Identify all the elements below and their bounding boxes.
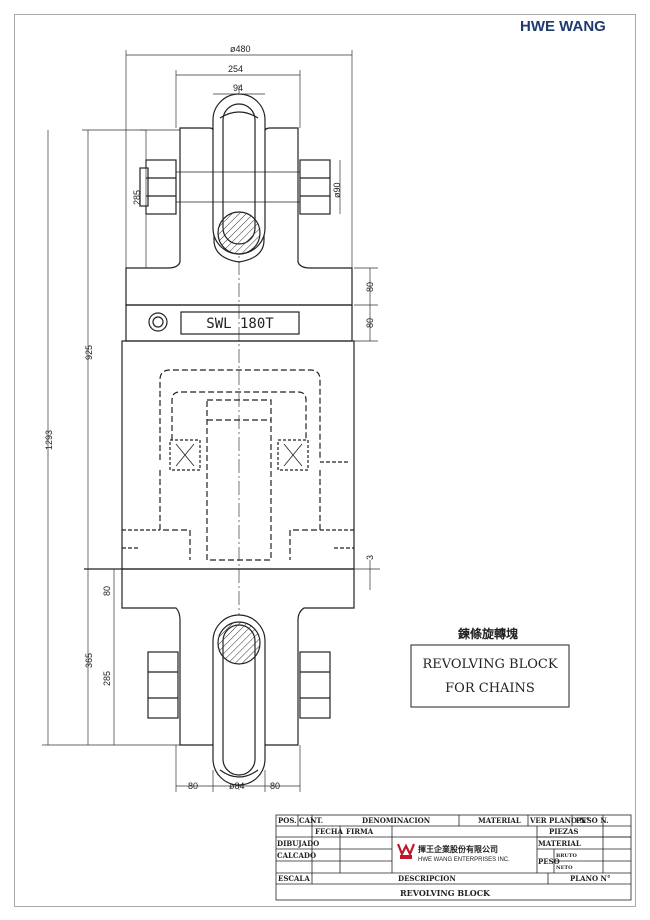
brand-logo-text: HWE WANG	[520, 18, 606, 35]
dim-80-a: 80	[365, 282, 375, 292]
title-chinese: 鍊條旋轉塊	[458, 626, 518, 641]
tb-company-cn: 揮王企業股份有限公司	[418, 844, 498, 854]
tb-dibujado: DIBUJADO	[277, 839, 319, 848]
dim-254: 254	[228, 64, 243, 74]
tb-piezas: PIEZAS	[549, 827, 578, 836]
tb-neto: NETO	[556, 865, 573, 871]
tb-pos: POS.	[278, 816, 297, 825]
dim-94: 94	[233, 83, 243, 93]
tb-calcado: CALCADO	[277, 851, 316, 860]
dim-80-b: 80	[365, 318, 375, 328]
tb-fecha: FECHA	[315, 827, 343, 836]
tb-bruto: BRUTO	[556, 853, 577, 859]
dim-285-top: 285	[132, 190, 142, 205]
dim-285-bottom: 285	[102, 671, 112, 686]
tb-denominacion: DENOMINACION	[362, 816, 431, 825]
title-line1: REVOLVING BLOCK	[422, 657, 557, 672]
sheet-border	[14, 14, 636, 907]
dim-80-c: 80	[102, 586, 112, 596]
dim-365: 365	[84, 653, 94, 668]
swl-label: SWL 180T	[206, 316, 274, 332]
title-box	[410, 644, 570, 708]
tb-material2: MATERIAL	[538, 839, 581, 848]
tb-escala: ESCALA	[278, 874, 310, 883]
dimension-lines	[42, 50, 380, 792]
bottom-shackle	[84, 568, 355, 786]
tb-peso-n: PESO N.	[576, 816, 609, 825]
top-shackle	[125, 93, 353, 306]
title-block-texts: POS. CANT. DENOMINACION MATERIAL VER PLA…	[277, 816, 610, 898]
dim-90: ø90	[332, 182, 342, 198]
title-line2: FOR CHAINS	[445, 681, 535, 696]
dim-480: ø480	[230, 44, 251, 54]
swivel-body	[121, 304, 355, 570]
tb-ver-plano: VER PLANO N°	[529, 816, 589, 825]
company-logo	[396, 843, 416, 859]
tb-material: MATERIAL	[478, 816, 521, 825]
tb-peso: PESO	[538, 857, 560, 866]
dim-925: 925	[84, 345, 94, 360]
dim-80-right: 80	[270, 781, 280, 791]
tb-descripcion: DESCRIPCION	[398, 874, 456, 883]
tb-plano-n: PLANO N°	[570, 874, 610, 883]
dim-1293: 1293	[44, 430, 54, 450]
tb-description-value: REVOLVING BLOCK	[400, 888, 491, 898]
tb-cant: CANT.	[299, 816, 323, 825]
swl-plate	[180, 311, 300, 335]
dim-84: ø84	[229, 781, 245, 791]
tb-company-en: HWE WANG ENTERPRISES INC.	[418, 857, 510, 863]
title-block	[275, 814, 632, 901]
tb-firma: FIRMA	[346, 827, 374, 836]
dim-3: 3	[365, 555, 375, 560]
dim-80-left: 80	[188, 781, 198, 791]
